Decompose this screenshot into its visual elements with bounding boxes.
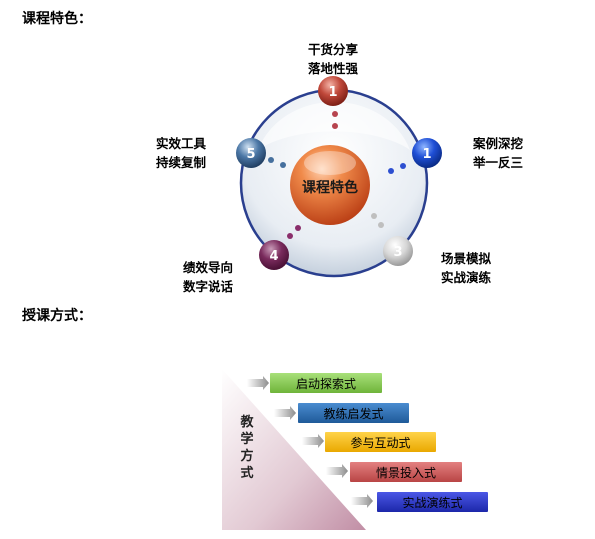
- method-bar-3: 参与互动式: [325, 432, 436, 452]
- feature-label-bottom-left: 绩效导向 数字说话: [182, 260, 233, 294]
- teaching-methods-heading: 授课方式：: [22, 308, 92, 324]
- method-bar-5: 实战演练式: [377, 492, 488, 512]
- node-4-bottom-left: 4: [259, 240, 289, 270]
- features-cycle-diagram: 课程特色 1 1 3 4 5: [236, 76, 442, 278]
- node-5-left: 5: [236, 138, 266, 168]
- method-bar-2: 教练启发式: [298, 403, 409, 423]
- center-label: 课程特色: [302, 179, 358, 196]
- svg-text:5: 5: [246, 147, 255, 162]
- feature-label-left: 实效工具 持续复制: [155, 136, 206, 170]
- svg-text:3: 3: [393, 245, 402, 260]
- method-bar-4: 情景投入式: [350, 462, 462, 482]
- method-bar-1: 启动探索式: [270, 373, 382, 393]
- node-2-right: 1: [412, 138, 442, 168]
- feature-label-right: 案例深挖 举一反三: [472, 136, 523, 170]
- connector-dots: [268, 111, 406, 239]
- feature-label-bottom-right: 场景模拟 实战演练: [440, 251, 491, 285]
- teaching-methods-vertical-label: 教 学 方 式: [240, 415, 254, 481]
- node-1-top: 1: [318, 76, 348, 106]
- course-features-heading: 课程特色：: [22, 11, 92, 27]
- center-circle: [290, 145, 370, 225]
- feature-label-top: 干货分享 落地性强: [307, 42, 358, 76]
- node-3-bottom-right: 3: [383, 236, 413, 266]
- svg-text:1: 1: [422, 147, 431, 162]
- svg-text:1: 1: [328, 85, 337, 100]
- svg-text:4: 4: [269, 249, 278, 264]
